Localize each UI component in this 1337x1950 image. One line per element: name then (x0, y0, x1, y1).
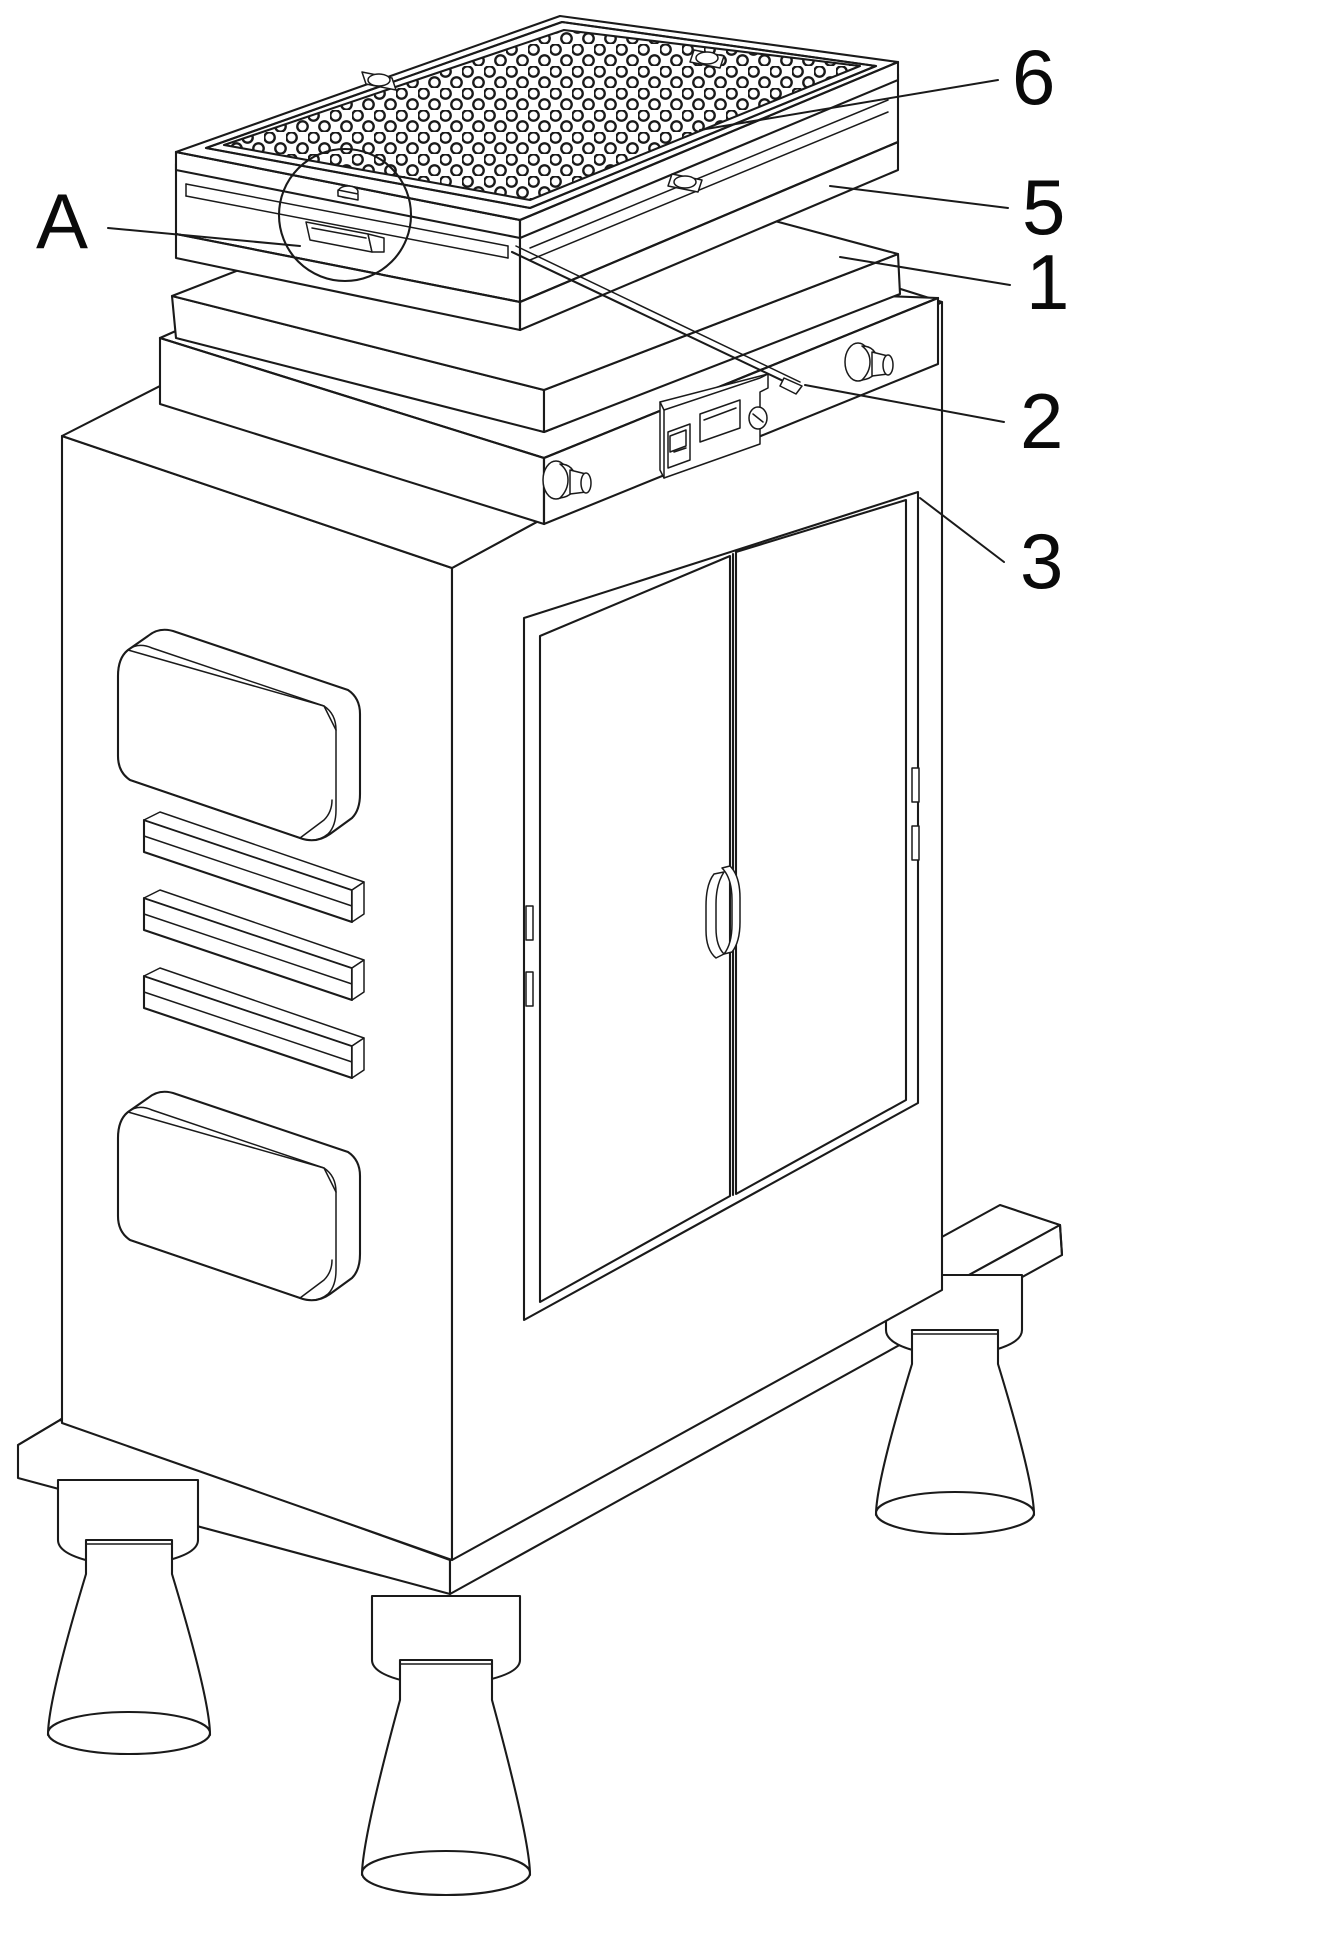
control-panel[interactable] (659, 373, 769, 479)
detail-circle-A (277, 147, 413, 283)
adjustment-knob-right[interactable] (844, 342, 894, 382)
callout-label-6: 6 (1012, 33, 1056, 121)
leader-A (107, 227, 301, 247)
callout-label-1: 1 (1026, 238, 1070, 326)
leader-3 (919, 497, 1005, 563)
callout-label-3: 3 (1020, 517, 1064, 605)
callout-label-2: 2 (1020, 377, 1064, 465)
rounded-access-panel-upper (116, 628, 362, 842)
leader-lines (107, 79, 1011, 563)
rocker-switch[interactable] (667, 423, 691, 469)
lid-clamp-latch-top-left[interactable] (361, 71, 397, 91)
leader-1 (839, 256, 1011, 286)
lid-clamp-latch-top-right[interactable] (689, 49, 725, 69)
rounded-access-panel-lower (116, 1090, 362, 1302)
probe-rod (510, 245, 803, 395)
indicator-led (748, 406, 768, 430)
door-hinge (911, 767, 920, 861)
leader-6 (699, 79, 999, 131)
leveling-foot-left (46, 1478, 212, 1756)
lid-clamp-latch-bottom-right[interactable] (667, 173, 703, 193)
callout-label-A: A (36, 177, 89, 265)
leader-2 (804, 384, 1005, 423)
callout-label-5: 5 (1022, 163, 1066, 251)
door-hinge (525, 905, 534, 1007)
leveling-foot-right (874, 1273, 1036, 1536)
lid-clamp-latch-front-left[interactable] (305, 185, 385, 253)
leveling-foot-front (360, 1594, 532, 1897)
adjustment-knob-left[interactable] (542, 460, 592, 500)
digital-display (699, 399, 741, 443)
louver-vent-group (142, 811, 365, 1080)
double-door[interactable] (522, 490, 920, 1322)
recessed-pull-handle[interactable] (705, 865, 741, 959)
leader-5 (829, 185, 1009, 209)
